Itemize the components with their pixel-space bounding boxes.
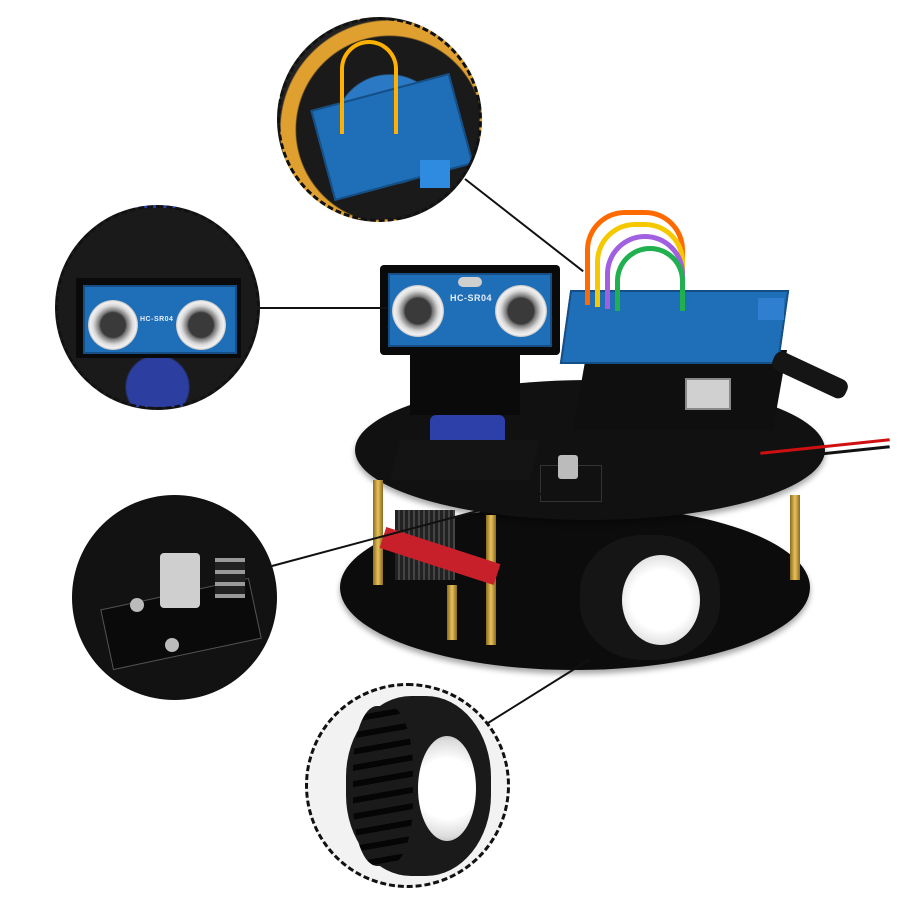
callout-ir-receiver bbox=[72, 495, 277, 700]
wheel-detail-tread bbox=[353, 706, 413, 866]
ultrasonic-sensor: HC-SR04 bbox=[380, 265, 560, 355]
callout-ultrasonic-sensor: HC-SR04 bbox=[55, 205, 260, 410]
sensor-model-label: HC-SR04 bbox=[450, 293, 493, 303]
wheel-hub bbox=[622, 555, 700, 645]
ultrasonic-detail-label: HC-SR04 bbox=[140, 316, 174, 323]
standoff bbox=[447, 585, 457, 640]
ir-detail-receiver bbox=[160, 553, 200, 608]
terminal-block bbox=[758, 298, 784, 320]
standoff bbox=[373, 480, 383, 585]
jumper-wires bbox=[615, 246, 685, 311]
callout-line-ultrasonic bbox=[258, 307, 388, 309]
ir-receiver-sensor bbox=[558, 455, 578, 479]
callout-line-shield bbox=[464, 178, 584, 273]
jumper-wires-detail bbox=[340, 40, 398, 134]
screw-icon bbox=[130, 598, 144, 612]
ultrasonic-detail-right bbox=[176, 300, 226, 350]
wheel-detail-hub bbox=[418, 736, 476, 841]
callout-wheel bbox=[305, 683, 510, 888]
ultrasonic-transducer-left bbox=[392, 285, 444, 337]
callout-shield-board bbox=[277, 17, 482, 222]
crystal-oscillator bbox=[458, 277, 482, 287]
standoff bbox=[790, 495, 800, 580]
sensor-mount-base bbox=[389, 440, 541, 480]
usb-b-port bbox=[685, 378, 731, 410]
ultrasonic-detail-left bbox=[88, 300, 138, 350]
ultrasonic-transducer-right bbox=[495, 285, 547, 337]
terminal-block-detail bbox=[420, 160, 450, 188]
ir-detail-pins bbox=[215, 558, 245, 598]
screw-icon bbox=[165, 638, 179, 652]
